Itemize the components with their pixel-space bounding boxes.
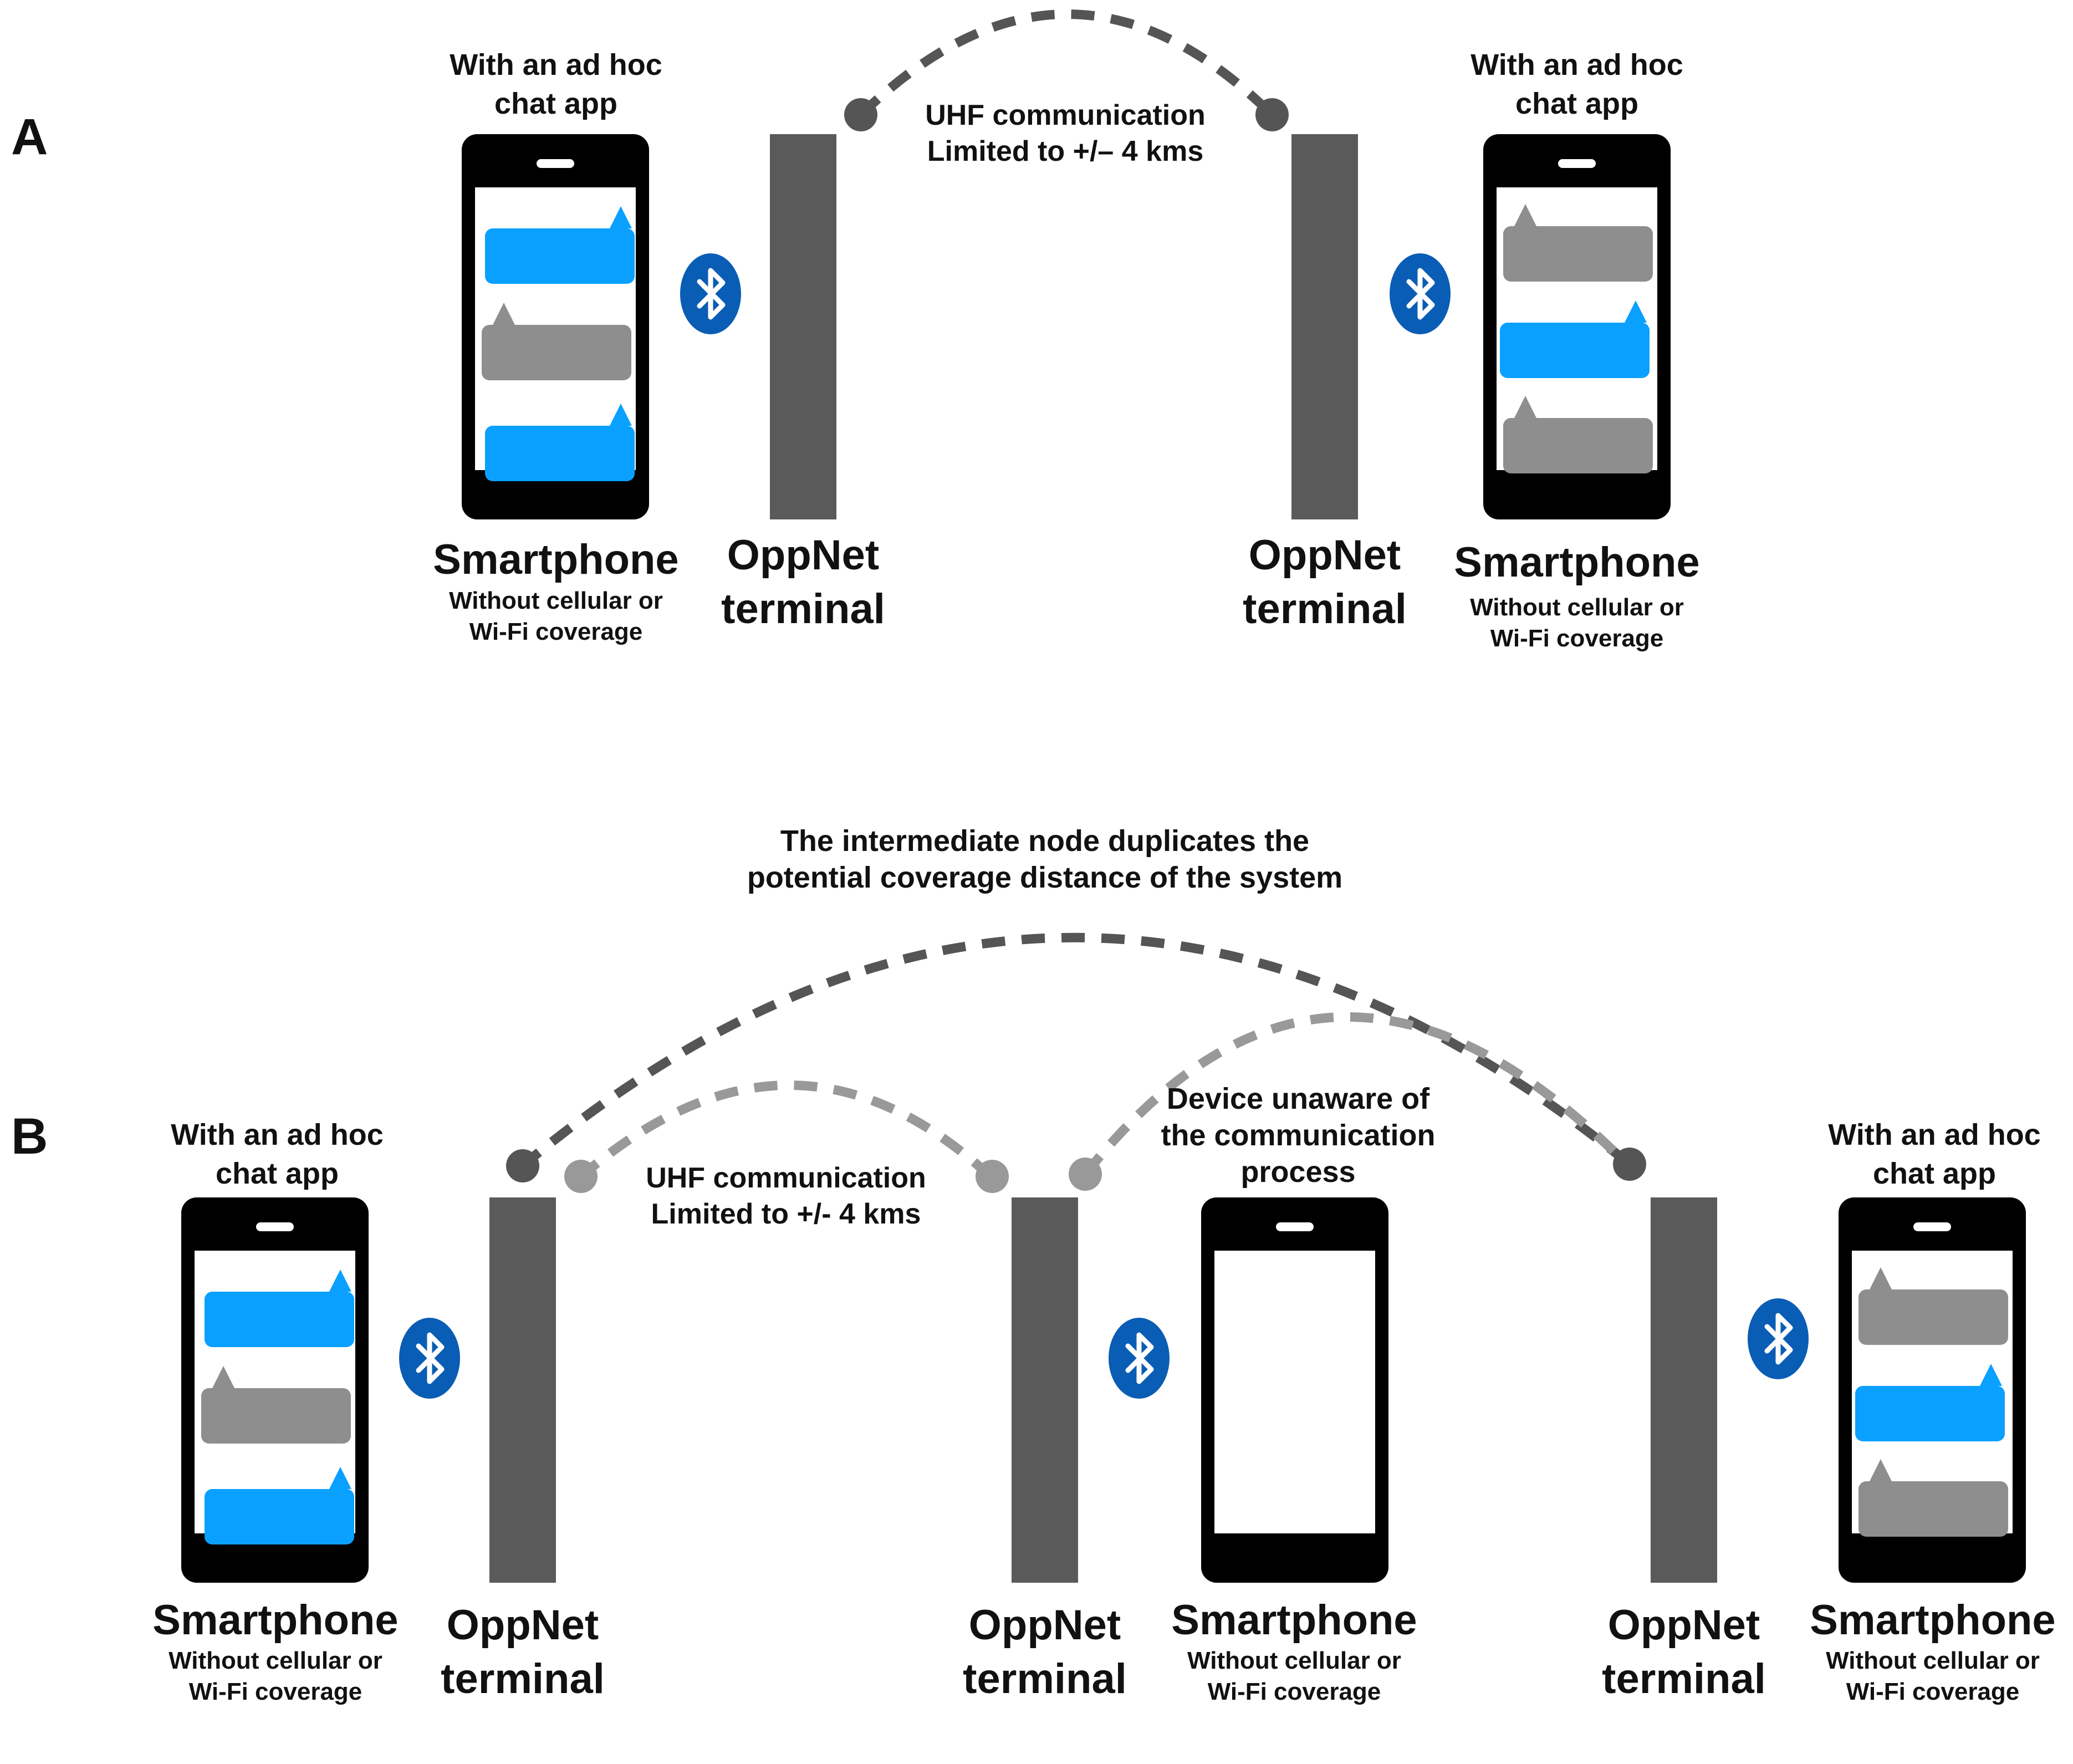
smartphone-chat — [1839, 1197, 2026, 1583]
unaware-note-line2: the communication — [1161, 1119, 1435, 1152]
link-endpoint-icon — [1069, 1158, 1102, 1191]
coverage-label-line2: Wi-Fi coverage — [189, 1678, 362, 1705]
smartphone-chat — [181, 1197, 369, 1583]
smartphone-chat — [462, 134, 649, 519]
unaware-note-line1: Device unaware of — [1167, 1082, 1430, 1115]
unaware-note-line3: process — [1240, 1155, 1355, 1189]
uhf-label-b-line2: Limited to +/- 4 kms — [651, 1198, 921, 1230]
link-endpoint-icon — [1255, 98, 1289, 131]
coverage-label-line1: Without cellular or — [1826, 1647, 2040, 1674]
app-label-line1: With an ad hoc — [1470, 48, 1683, 81]
app-label-line1: With an ad hoc — [1828, 1118, 2041, 1151]
coverage-label-line1: Without cellular or — [1470, 594, 1684, 621]
intermediate-note-line2: potential coverage distance of the syste… — [747, 861, 1342, 894]
uhf-link-b-2 — [1081, 1012, 1631, 1177]
coverage-label-line1: Without cellular or — [1187, 1647, 1401, 1674]
app-label-line2: chat app — [1873, 1157, 1996, 1190]
oppnet-terminal — [770, 134, 836, 519]
intermediate-note-line1: The intermediate node duplicates the — [780, 824, 1309, 858]
link-endpoint-icon — [844, 98, 877, 131]
long-range-link — [518, 932, 1633, 1171]
terminal-label-line2: terminal — [963, 1655, 1127, 1702]
panel-b-letter: B — [11, 1108, 48, 1165]
terminal-label-line1: OppNet — [1249, 532, 1401, 579]
bluetooth-icon — [1109, 1318, 1170, 1399]
coverage-label-line1: Without cellular or — [449, 587, 663, 614]
smartphone-label: Smartphone — [1171, 1597, 1417, 1644]
bluetooth-icon — [680, 253, 741, 334]
bluetooth-icon — [399, 1318, 460, 1399]
link-endpoint-icon — [976, 1160, 1009, 1193]
terminal-label-line2: terminal — [1602, 1655, 1766, 1702]
coverage-label-line2: Wi-Fi coverage — [1490, 625, 1664, 652]
app-label-line1: With an ad hoc — [450, 48, 662, 81]
terminal-label-line1: OppNet — [1608, 1602, 1760, 1649]
link-endpoint-icon — [1613, 1148, 1646, 1181]
terminal-label-line1: OppNet — [969, 1602, 1121, 1649]
coverage-label-line2: Wi-Fi coverage — [469, 618, 643, 645]
uhf-label-a-line2: Limited to +/– 4 kms — [927, 135, 1204, 167]
app-label-line2: chat app — [216, 1157, 339, 1190]
coverage-label-line1: Without cellular or — [169, 1647, 382, 1674]
oppnet-terminal — [489, 1197, 556, 1583]
smartphone-chat — [1483, 134, 1671, 519]
smartphone-label: Smartphone — [433, 536, 678, 583]
oppnet-terminal-intermediate — [1012, 1197, 1078, 1583]
terminal-label-line2: terminal — [1243, 585, 1407, 633]
bluetooth-icon — [1390, 253, 1451, 334]
app-label-line2: chat app — [1515, 87, 1638, 120]
terminal-label-line2: terminal — [441, 1655, 605, 1702]
link-endpoint-icon — [506, 1149, 539, 1182]
app-label-line2: chat app — [494, 87, 617, 120]
oppnet-terminal — [1651, 1197, 1717, 1583]
terminal-label-line1: OppNet — [727, 532, 879, 579]
smartphone-label: Smartphone — [1454, 539, 1699, 586]
smartphone-label: Smartphone — [1810, 1597, 2055, 1644]
uhf-label-b-line1: UHF communication — [646, 1162, 926, 1194]
terminal-label-line2: terminal — [721, 585, 885, 633]
coverage-label-line2: Wi-Fi coverage — [1208, 1678, 1381, 1705]
app-label-line1: With an ad hoc — [171, 1118, 384, 1151]
terminal-label-line1: OppNet — [447, 1602, 599, 1649]
link-endpoint-icon — [564, 1160, 598, 1193]
panel-a-letter: A — [11, 109, 48, 165]
smartphone-blank — [1201, 1197, 1388, 1583]
bluetooth-icon — [1748, 1298, 1809, 1379]
coverage-label-line2: Wi-Fi coverage — [1846, 1678, 2020, 1705]
smartphone-label: Smartphone — [152, 1597, 398, 1644]
uhf-label-a-line1: UHF communication — [925, 99, 1206, 131]
oppnet-terminal — [1291, 134, 1358, 519]
